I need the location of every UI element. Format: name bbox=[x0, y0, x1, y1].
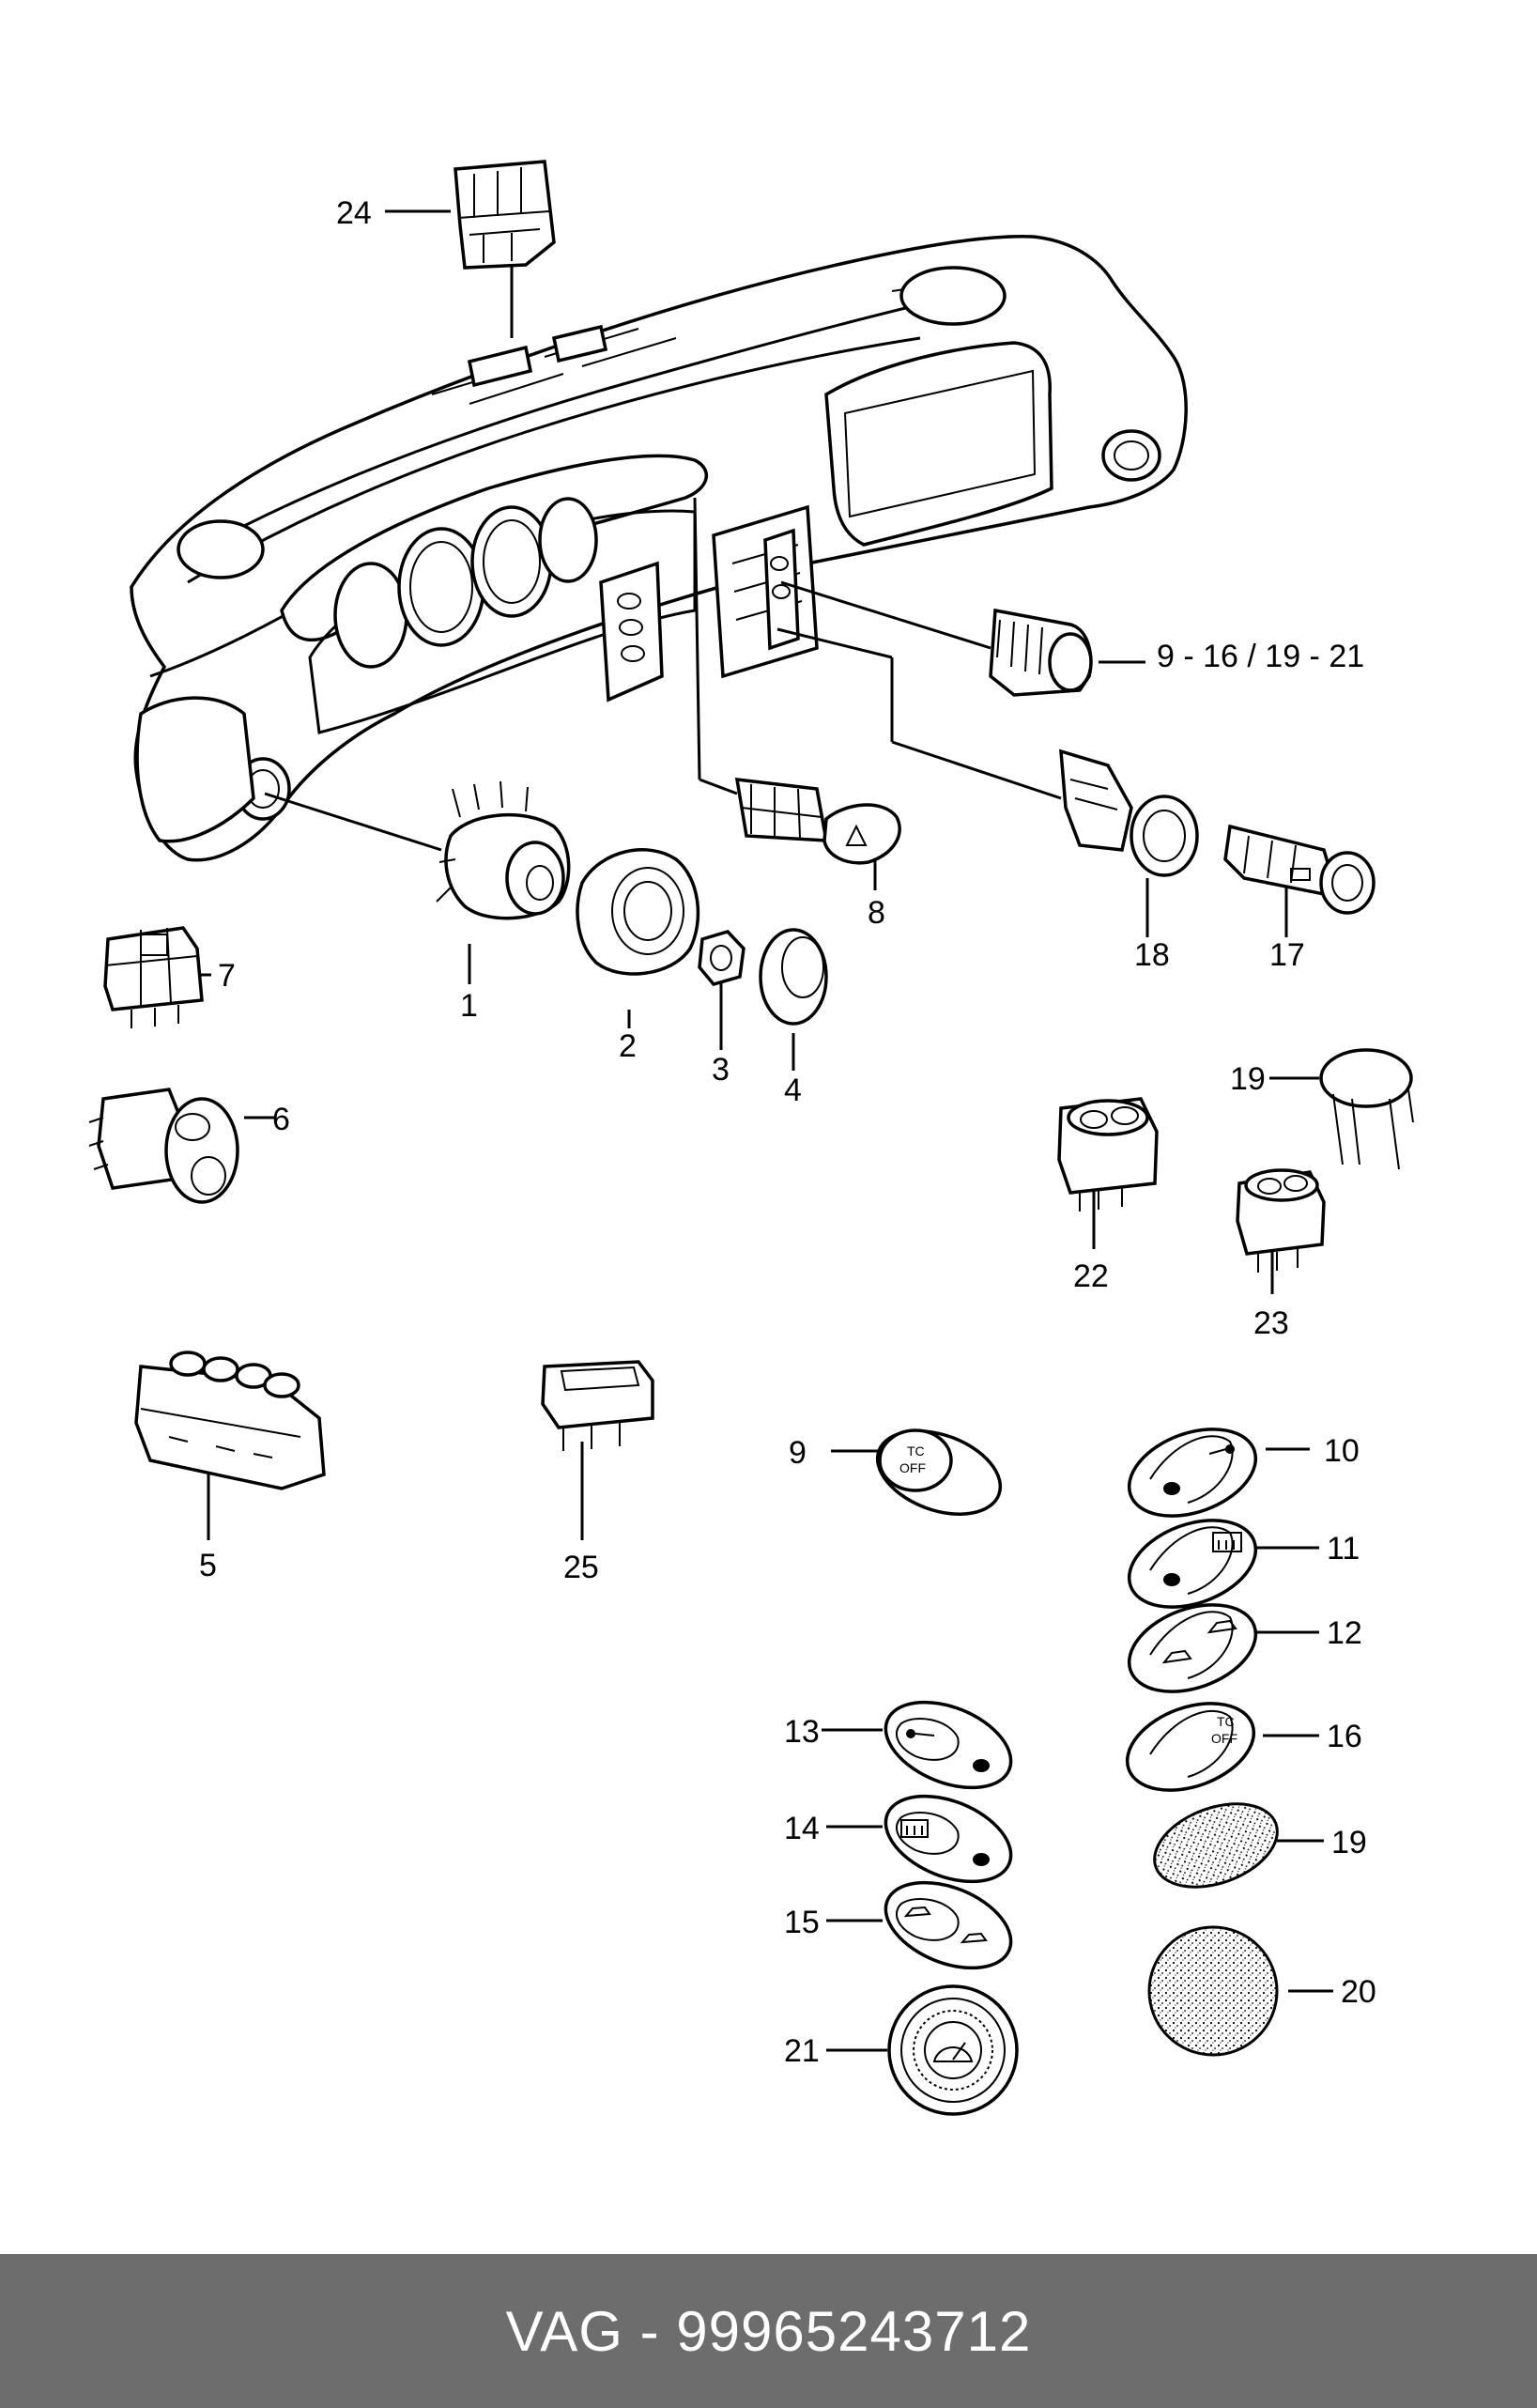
callout-9-21: 9 - 16 / 19 - 21 bbox=[1157, 639, 1364, 674]
button-16-text-tc: TC bbox=[1217, 1714, 1235, 1729]
button-12 bbox=[1127, 1603, 1258, 1693]
part-9-21-switch bbox=[989, 608, 1093, 697]
part-25-relay bbox=[541, 1360, 654, 1451]
part-6-rotary-switch bbox=[88, 1088, 239, 1204]
callout-15: 15 bbox=[784, 1905, 820, 1940]
part-17-cigarette-lighter bbox=[1223, 824, 1376, 915]
callout-labels: 24 9 - 16 / 19 - 21 8 18 17 7 1 2 3 4 6 … bbox=[199, 195, 1376, 2069]
button-19-blank-cap bbox=[1153, 1802, 1279, 1889]
button-9-tc-off bbox=[875, 1428, 1003, 1516]
callout-13: 13 bbox=[784, 1714, 820, 1750]
callout-2: 2 bbox=[619, 1028, 637, 1064]
footer-part-number: VAG - 99965243712 bbox=[505, 2299, 1032, 2363]
callout-7: 7 bbox=[218, 958, 236, 994]
part-3-nut bbox=[698, 930, 745, 986]
callout-19-top: 19 bbox=[1230, 1061, 1266, 1097]
part-7-relay bbox=[103, 926, 204, 1028]
part-1-light-switch bbox=[436, 780, 571, 920]
dashboard-outline bbox=[130, 235, 1188, 862]
callout-18: 18 bbox=[1134, 937, 1170, 973]
callout-6: 6 bbox=[272, 1102, 290, 1137]
button-14 bbox=[884, 1794, 1013, 1884]
part-22-window-switch bbox=[1057, 1097, 1159, 1212]
button-16-text-off: OFF bbox=[1211, 1731, 1237, 1746]
callout-25: 25 bbox=[563, 1550, 599, 1585]
callout-10: 10 bbox=[1324, 1433, 1360, 1469]
button-13 bbox=[884, 1700, 1013, 1790]
callout-4: 4 bbox=[784, 1073, 802, 1108]
callout-3: 3 bbox=[712, 1052, 730, 1088]
button-16-tc-off bbox=[1125, 1702, 1256, 1792]
parts-diagram: 24 9 - 16 / 19 - 21 8 18 17 7 1 2 3 4 6 … bbox=[88, 160, 1414, 2116]
callout-9: 9 bbox=[789, 1435, 807, 1471]
button-9-text-off: OFF bbox=[899, 1460, 926, 1475]
callout-8: 8 bbox=[868, 895, 885, 931]
callout-12: 12 bbox=[1327, 1615, 1362, 1651]
part-18-socket-bracket bbox=[1059, 749, 1199, 877]
callout-22: 22 bbox=[1073, 1258, 1109, 1294]
callout-17: 17 bbox=[1269, 937, 1305, 973]
callout-20: 20 bbox=[1341, 1974, 1376, 2010]
button-15 bbox=[884, 1880, 1013, 1970]
callout-14: 14 bbox=[784, 1811, 820, 1846]
callout-5: 5 bbox=[199, 1548, 217, 1583]
footer-bar: VAG - 99965243712 bbox=[0, 2254, 1537, 2408]
part-8-hazard-switch bbox=[734, 777, 901, 865]
button-10 bbox=[1127, 1428, 1258, 1518]
callout-11: 11 bbox=[1327, 1531, 1360, 1567]
callout-23: 23 bbox=[1253, 1305, 1289, 1341]
callout-16: 16 bbox=[1327, 1719, 1362, 1754]
part-5-switch-block bbox=[134, 1351, 326, 1490]
part-24-relay bbox=[453, 160, 556, 270]
part-4-knob bbox=[759, 928, 828, 1026]
button-20-round-blank-cap bbox=[1147, 1925, 1279, 2057]
part-23-window-switch bbox=[1236, 1168, 1326, 1273]
button-11 bbox=[1127, 1519, 1258, 1609]
callout-19-bottom: 19 bbox=[1331, 1825, 1367, 1860]
button-9-text-tc: TC bbox=[907, 1443, 925, 1459]
callout-21: 21 bbox=[784, 2033, 820, 2069]
part-2-switch-ring bbox=[576, 848, 700, 976]
part-19-cap-with-clips bbox=[1319, 1048, 1414, 1170]
callout-1: 1 bbox=[460, 988, 478, 1024]
leader-lines bbox=[183, 209, 1333, 2052]
callout-24: 24 bbox=[336, 195, 372, 231]
button-21-round-knob bbox=[887, 1984, 1019, 2116]
